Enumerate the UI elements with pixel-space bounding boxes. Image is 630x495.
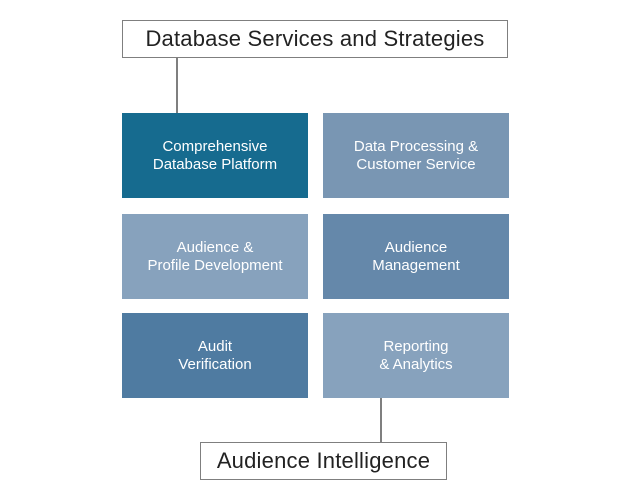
top-title-box: Database Services and Strategies (122, 20, 508, 58)
tile-line-2: & Analytics (379, 355, 453, 373)
bottom-title-box: Audience Intelligence (200, 442, 447, 480)
tile-reporting-analytics: Reporting & Analytics (323, 313, 509, 398)
tile-line-1: Audience & (176, 238, 254, 256)
tile-audience-profile-development: Audience & Profile Development (122, 214, 308, 299)
tile-line-2: Database Platform (152, 155, 278, 173)
bottom-title-text: Audience Intelligence (216, 448, 431, 473)
tile-audience-management: Audience Management (323, 214, 509, 299)
tile-audit-verification: Audit Verification (122, 313, 308, 398)
tile-line-1: Data Processing & (353, 137, 479, 155)
tile-line-2: Management (372, 256, 460, 274)
tile-data-processing-customer-service: Data Processing & Customer Service (323, 113, 509, 198)
tile-line-2: Profile Development (147, 256, 283, 274)
bottom-connector-line (380, 398, 382, 442)
tile-line-1: Audience (384, 238, 448, 256)
tile-line-2: Verification (178, 355, 252, 373)
tile-line-1: Comprehensive (162, 137, 268, 155)
tile-line-1: Reporting (383, 337, 449, 355)
tile-comprehensive-database-platform: Comprehensive Database Platform (122, 113, 308, 198)
top-connector-line (176, 58, 178, 113)
tile-line-2: Customer Service (356, 155, 476, 173)
top-title-text: Database Services and Strategies (145, 26, 485, 51)
tile-line-1: Audit (197, 337, 233, 355)
